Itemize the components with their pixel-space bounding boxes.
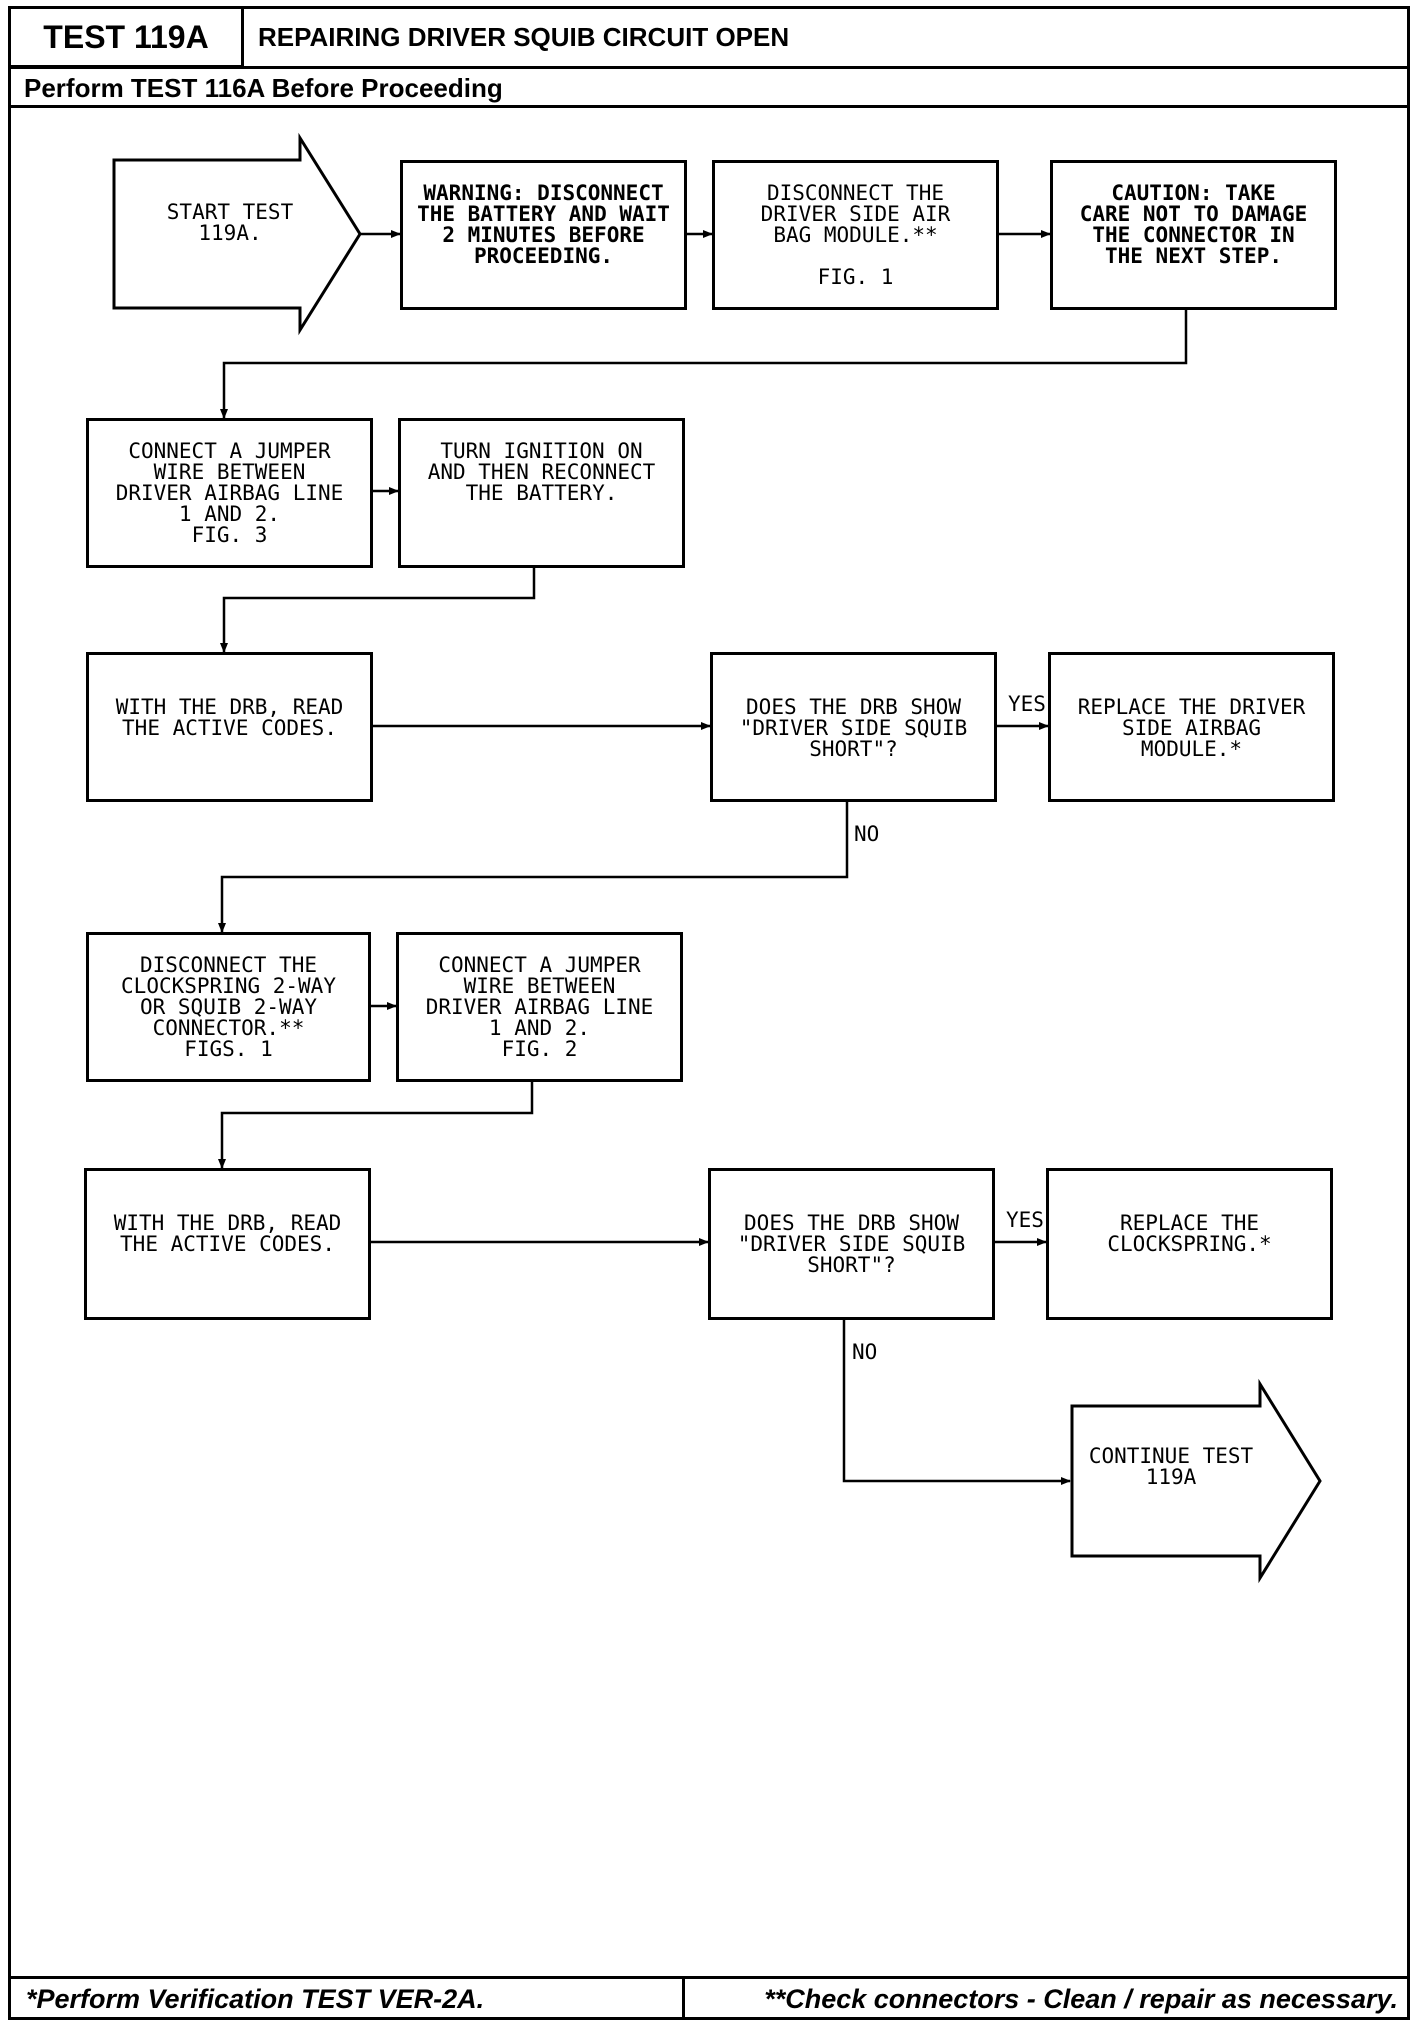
read-codes-2-box: WITH THE DRB, READ THE ACTIVE CODES.: [84, 1168, 371, 1320]
no-label-1: NO: [854, 822, 880, 846]
footer-note-verification: *Perform Verification TEST VER-2A.: [26, 1983, 485, 2014]
page-title: REPAIRING DRIVER SQUIB CIRCUIT OPEN: [258, 21, 790, 52]
disconnect-module-box: DISCONNECT THE DRIVER SIDE AIR BAG MODUL…: [712, 160, 999, 310]
footer-divider: [8, 1976, 1410, 1979]
yes-label-1: YES: [1008, 692, 1046, 716]
header-divider: [8, 66, 1410, 69]
caution-box: CAUTION: TAKE CARE NOT TO DAMAGE THE CON…: [1050, 160, 1337, 310]
jumper-2-box: CONNECT A JUMPER WIRE BETWEEN DRIVER AIR…: [396, 932, 683, 1082]
warning-box: WARNING: DISCONNECT THE BATTERY AND WAIT…: [400, 160, 687, 310]
header-divider-bottom: [8, 105, 1410, 108]
footer-separator: [682, 1976, 685, 2020]
continue-arrow-shape: [1070, 1378, 1322, 1584]
page-frame: [8, 6, 1410, 2020]
decision-2-box: DOES THE DRB SHOW "DRIVER SIDE SQUIB SHO…: [708, 1168, 995, 1320]
ignition-on-box: TURN IGNITION ON AND THEN RECONNECT THE …: [398, 418, 685, 568]
decision-1-box: DOES THE DRB SHOW "DRIVER SIDE SQUIB SHO…: [710, 652, 997, 802]
start-arrow-shape: [112, 132, 362, 336]
footer-note-connectors: **Check connectors - Clean / repair as n…: [764, 1983, 1398, 2014]
prerequisite-note: Perform TEST 116A Before Proceeding: [24, 72, 503, 103]
read-codes-1-box: WITH THE DRB, READ THE ACTIVE CODES.: [86, 652, 373, 802]
start-test-label: START TEST 119A.: [166, 200, 294, 245]
continue-test-label: CONTINUE TEST 119A: [1088, 1444, 1254, 1489]
replace-clockspring-box: REPLACE THE CLOCKSPRING.*: [1046, 1168, 1333, 1320]
yes-label-2: YES: [1006, 1208, 1044, 1232]
jumper-1-box: CONNECT A JUMPER WIRE BETWEEN DRIVER AIR…: [86, 418, 373, 568]
replace-module-box: REPLACE THE DRIVER SIDE AIRBAG MODULE.*: [1048, 652, 1335, 802]
no-label-2: NO: [852, 1340, 878, 1364]
disconnect-clockspring-box: DISCONNECT THE CLOCKSPRING 2-WAY OR SQUI…: [86, 932, 371, 1082]
